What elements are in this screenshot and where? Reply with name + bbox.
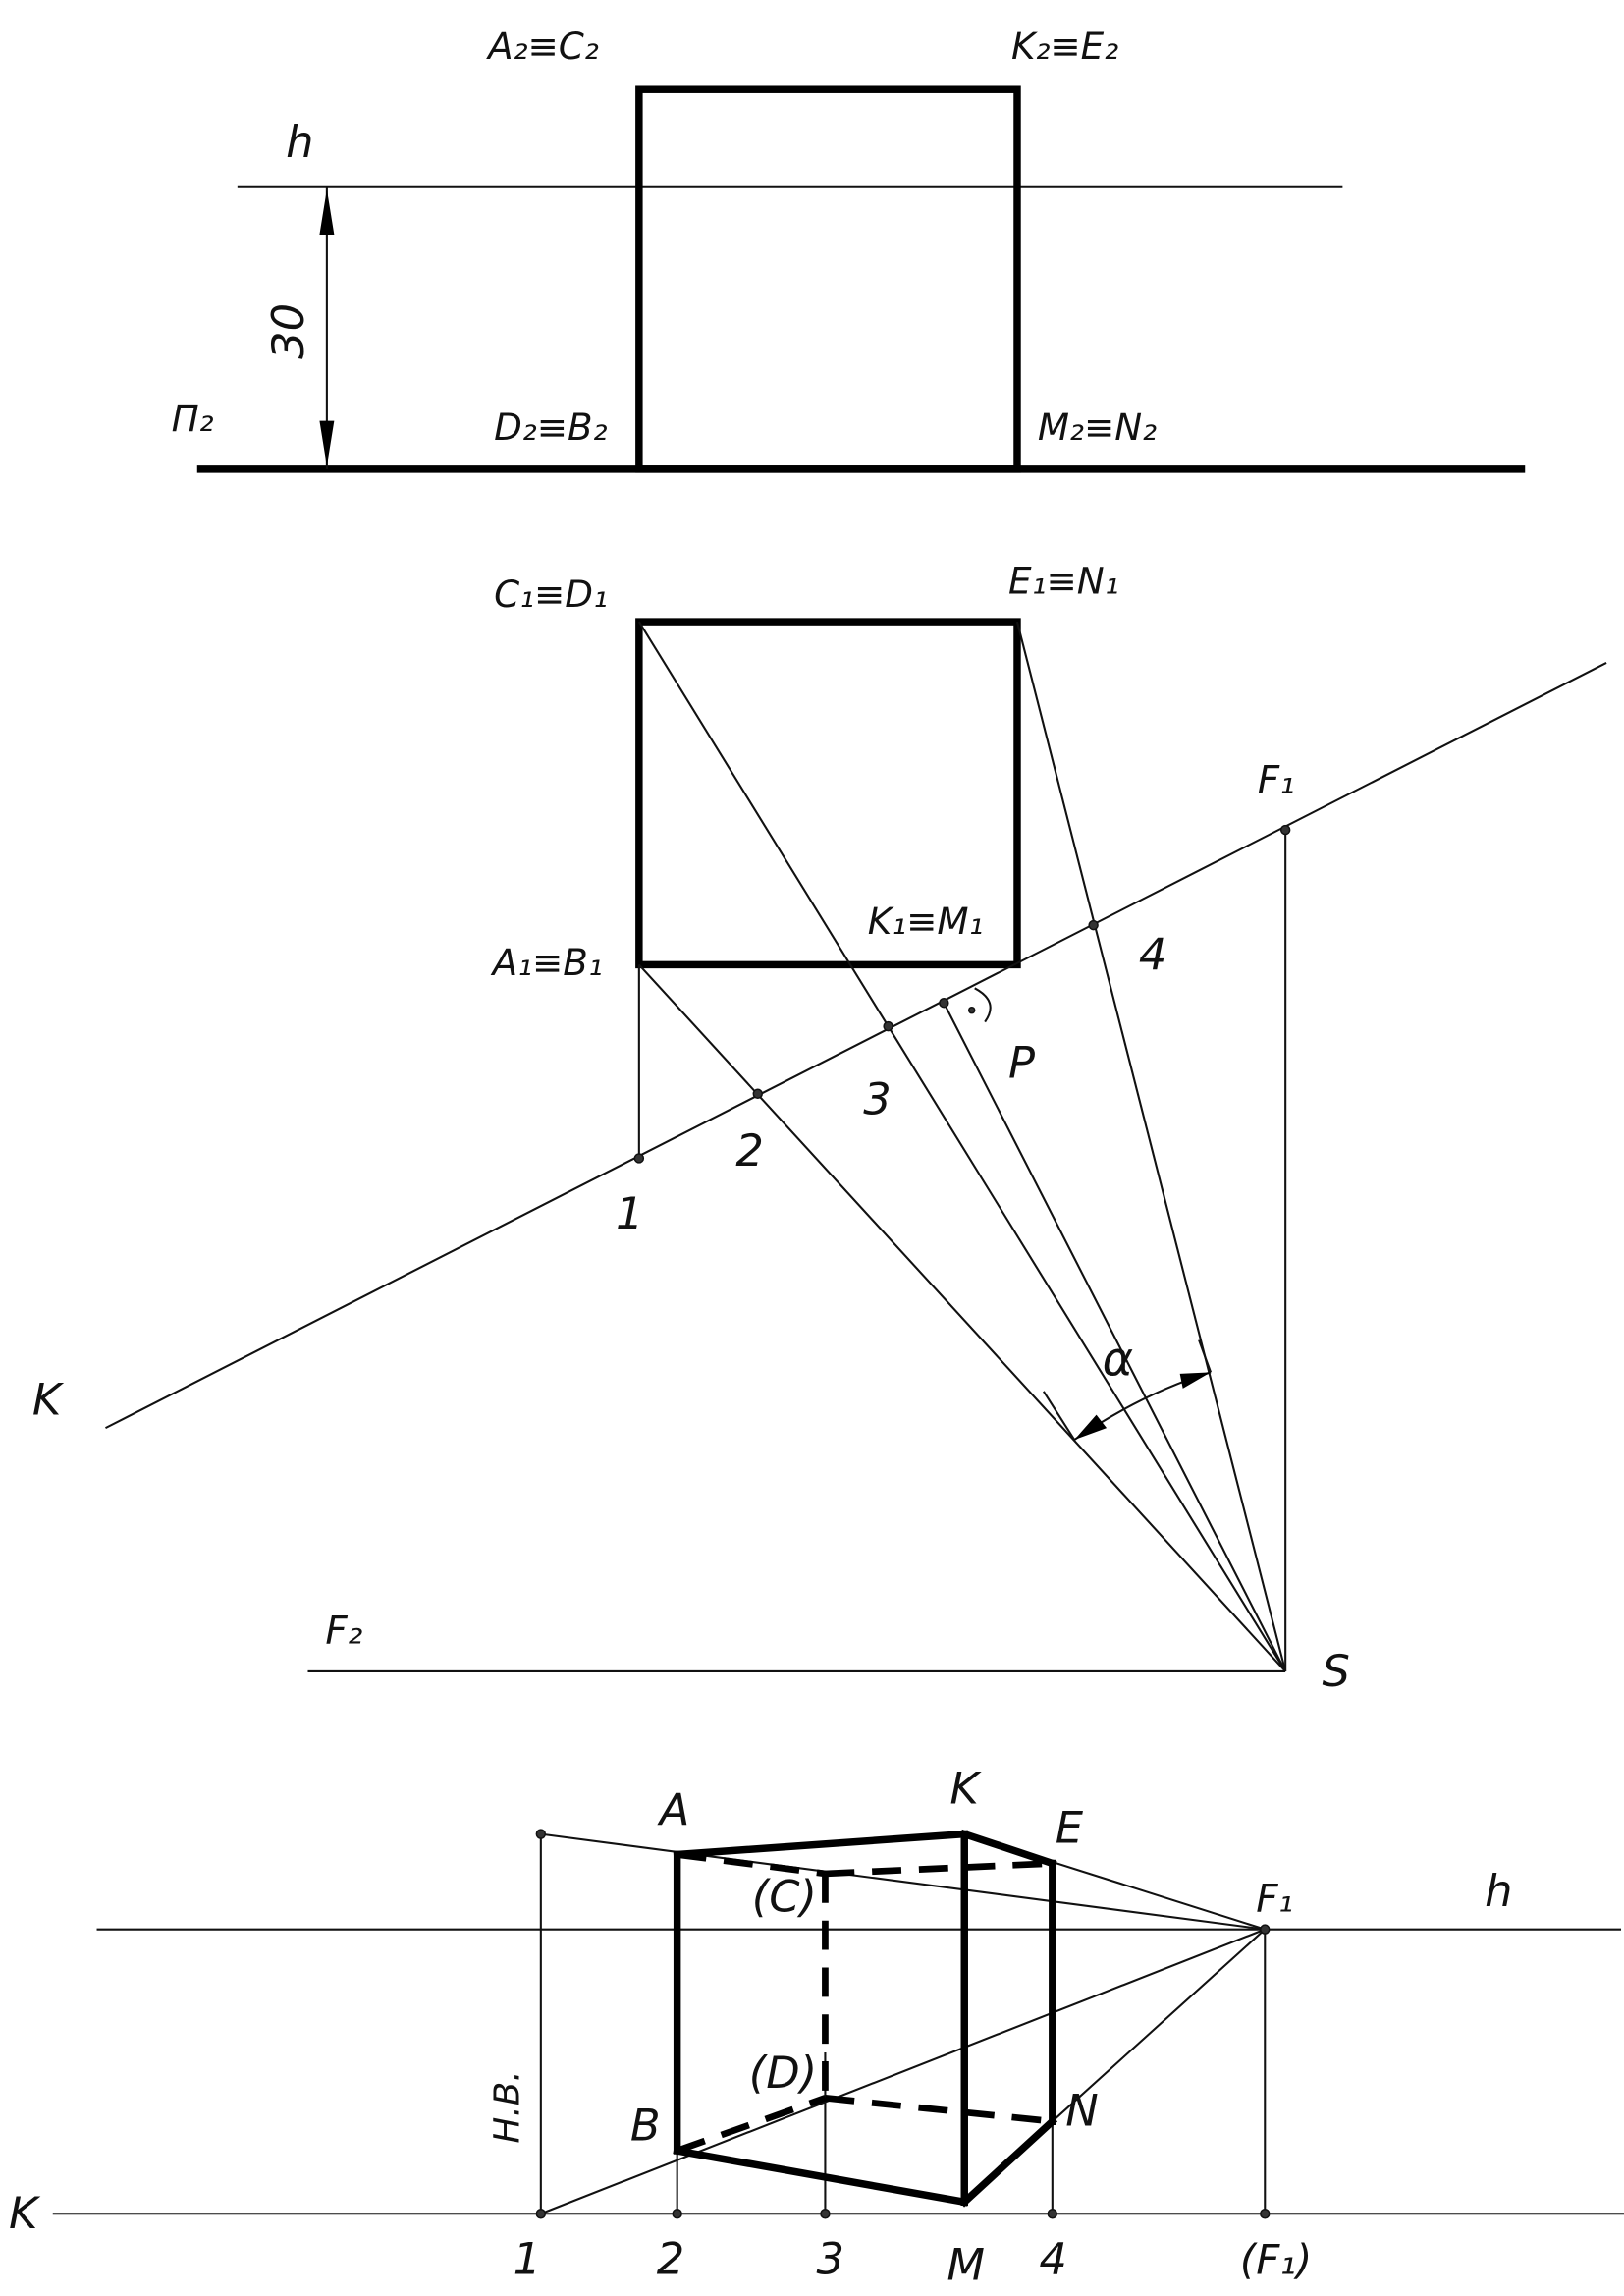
point-f1-base bbox=[1260, 2209, 1271, 2219]
top-view: C₁≡D₁ E₁≡N₁ F₁ A₁≡B₁ K₁≡M₁ 4 P 3 2 1 K α… bbox=[32, 560, 1607, 1697]
label-m2n2: M₂≡N₂ bbox=[1038, 406, 1157, 449]
label-1-top: 1 bbox=[616, 1187, 643, 1239]
point-p-top bbox=[939, 997, 949, 1009]
label-c: (C) bbox=[752, 1871, 817, 1923]
ray-e1-s bbox=[1015, 621, 1287, 1672]
label-d2b2: D₂≡B₂ bbox=[494, 406, 608, 449]
label-k1m1: K₁≡M₁ bbox=[868, 900, 984, 943]
front-view: A₂≡C₂ K₂≡E₂ h 30 Π₂ D₂≡B₂ M₂≡N₂ bbox=[172, 25, 1526, 473]
point-3-top bbox=[883, 1020, 893, 1032]
vanishing-line-top bbox=[540, 1832, 1266, 1931]
point-f1-top bbox=[1279, 824, 1291, 836]
label-b: B bbox=[630, 2100, 661, 2152]
edge-b-m bbox=[673, 2146, 969, 2207]
label-h-front: h bbox=[286, 116, 313, 168]
label-e1n1: E₁≡N₁ bbox=[1008, 560, 1119, 603]
label-p: P bbox=[1008, 1036, 1035, 1088]
alpha-extension-left bbox=[1042, 1391, 1076, 1441]
label-d: (D) bbox=[749, 2047, 817, 2099]
label-pi2: Π₂ bbox=[172, 397, 214, 440]
point-2-base bbox=[672, 2209, 682, 2219]
label-a1b1: A₁≡B₁ bbox=[491, 941, 603, 984]
label-true-height: Н.В. bbox=[487, 2070, 527, 2143]
edge-m-n bbox=[958, 2115, 1058, 2208]
hidden-edge-c-e bbox=[825, 1860, 1053, 1878]
right-angle-arc-p bbox=[974, 987, 992, 1023]
label-k-axis: K bbox=[9, 2187, 41, 2239]
label-e: E bbox=[1056, 1802, 1084, 1854]
label-a: A bbox=[657, 1784, 690, 1836]
edge-k-e bbox=[959, 1829, 1057, 1869]
perspective-view: A K E (C) F₁ h (D) Н.В. B N K 1 2 3 M 4 … bbox=[9, 1762, 1624, 2290]
label-k-top: K bbox=[32, 1374, 65, 1426]
label-n: N bbox=[1065, 2085, 1099, 2137]
cube-top-projection bbox=[635, 618, 1021, 969]
point-2-top bbox=[752, 1088, 763, 1099]
label-c1d1: C₁≡D₁ bbox=[494, 573, 608, 616]
ray-c1-s bbox=[637, 621, 1287, 1672]
edge-a-k bbox=[673, 1830, 969, 1859]
label-f1-perspective: F₁ bbox=[1256, 1878, 1293, 1922]
point-4-base bbox=[1047, 2209, 1058, 2219]
alpha-arrow-left bbox=[1074, 1414, 1108, 1441]
point-3-base bbox=[820, 2209, 831, 2219]
label-1-base: 1 bbox=[513, 2232, 540, 2284]
label-m: M bbox=[947, 2238, 985, 2290]
label-f1-top: F₁ bbox=[1258, 759, 1295, 803]
label-4-top: 4 bbox=[1139, 928, 1166, 980]
label-k2e2: K₂≡E₂ bbox=[1011, 25, 1118, 68]
vanishing-line-bottom bbox=[540, 1928, 1266, 2215]
label-a2c2: A₂≡C₂ bbox=[486, 25, 599, 68]
ray-a1-s bbox=[638, 963, 1286, 1672]
cube-front-projection bbox=[635, 85, 1021, 473]
dimension-arrow-top bbox=[319, 189, 335, 235]
hidden-edge-b-d bbox=[676, 2095, 827, 2155]
point-height-top bbox=[535, 1829, 547, 1839]
picture-plane-trace-k bbox=[105, 661, 1607, 1430]
label-dimension-30: 30 bbox=[262, 303, 314, 359]
alpha-extension-right bbox=[1198, 1339, 1213, 1373]
hidden-edge-a-c bbox=[677, 1851, 826, 1878]
ray-p-s bbox=[943, 1002, 1287, 1672]
label-2-base: 2 bbox=[657, 2232, 684, 2284]
point-1-base bbox=[535, 2209, 547, 2219]
point-4-top bbox=[1088, 919, 1099, 931]
point-f1-perspective bbox=[1260, 1924, 1271, 1935]
right-angle-dot bbox=[967, 1006, 976, 1014]
label-3-top: 3 bbox=[863, 1073, 891, 1125]
label-f1-base: (F₁) bbox=[1240, 2235, 1312, 2283]
alpha-arrow-right bbox=[1179, 1372, 1212, 1389]
label-4-base: 4 bbox=[1039, 2232, 1066, 2284]
label-h-perspective: h bbox=[1485, 1865, 1512, 1917]
hidden-edge-d-n bbox=[825, 2094, 1054, 2125]
label-k-vertex: K bbox=[949, 1762, 982, 1814]
label-f2: F₂ bbox=[325, 1610, 362, 1654]
dimension-arrow-bottom bbox=[319, 420, 335, 466]
label-alpha: α bbox=[1103, 1333, 1133, 1387]
point-1-top bbox=[633, 1153, 645, 1164]
vanishing-line-m bbox=[1052, 1928, 1266, 2122]
label-3-base: 3 bbox=[816, 2232, 843, 2284]
label-2-top: 2 bbox=[735, 1124, 763, 1176]
label-s: S bbox=[1322, 1645, 1349, 1697]
